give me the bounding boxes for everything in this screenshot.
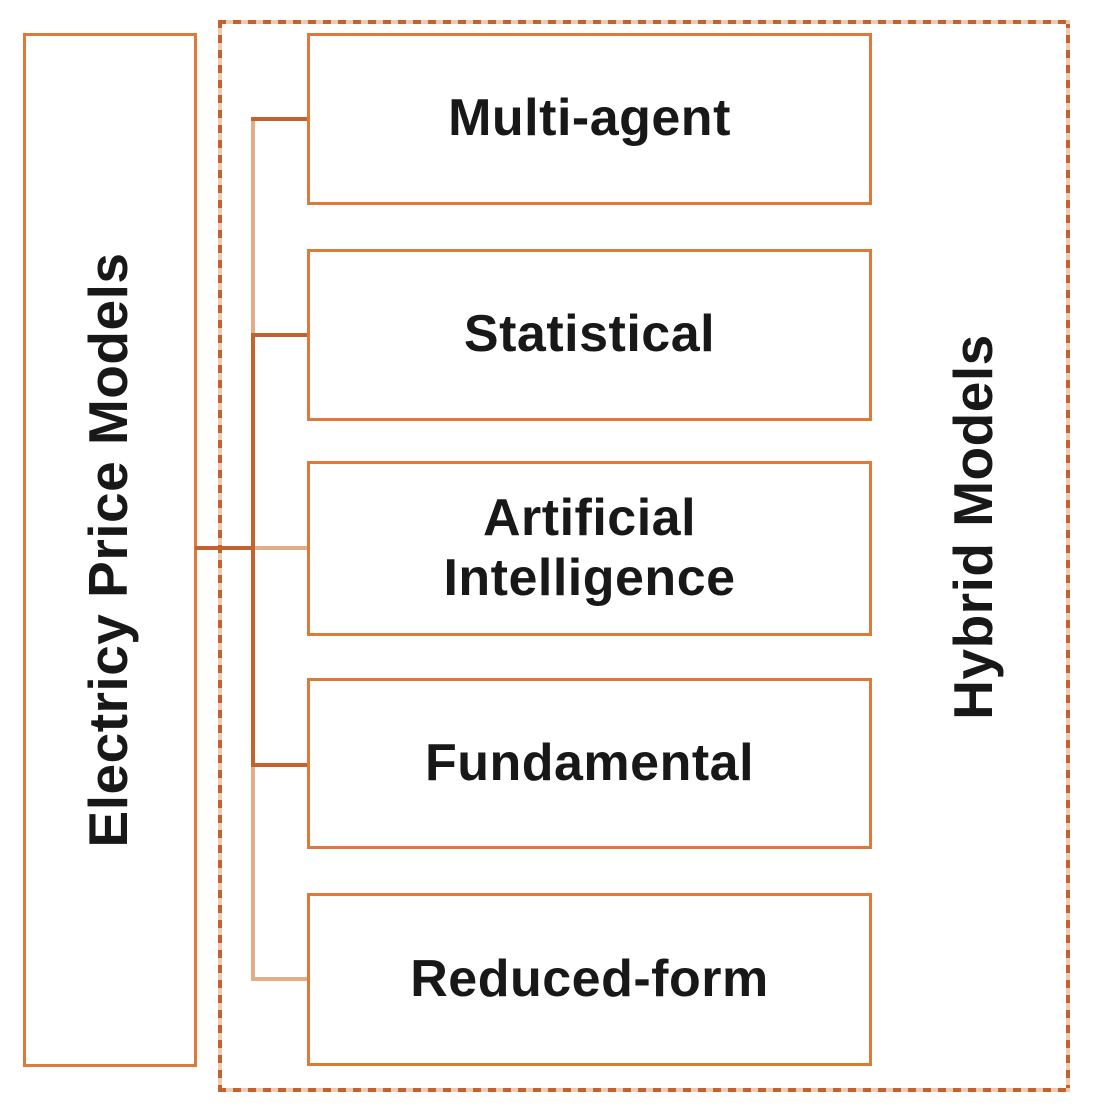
model-box-fundamental-label: Fundamental bbox=[424, 733, 755, 792]
connector-stub-fundamental bbox=[251, 763, 309, 767]
model-box-statistical: Statistical bbox=[307, 249, 872, 421]
hybrid-models-label: Hybrid Models bbox=[942, 334, 1004, 720]
model-box-reduced-form-label: Reduced-form bbox=[410, 949, 769, 1008]
model-box-statistical-label: Statistical bbox=[463, 305, 716, 364]
model-box-artificial-intelligence: Artificial Intelligence bbox=[307, 461, 872, 636]
model-box-multi-agent-label: Multi-agent bbox=[448, 89, 731, 148]
model-box-reduced-form: Reduced-form bbox=[307, 893, 872, 1066]
connector-feed-dark bbox=[195, 546, 255, 550]
root-box-electricity-price-models bbox=[23, 33, 197, 1067]
connector-trunk-middle bbox=[251, 335, 255, 765]
model-box-multi-agent: Multi-agent bbox=[307, 33, 872, 205]
model-box-artificial-intelligence-label: Artificial Intelligence bbox=[443, 488, 736, 607]
connector-stub-multi-agent bbox=[251, 117, 309, 121]
model-box-fundamental: Fundamental bbox=[307, 678, 872, 849]
connector-feed-light bbox=[255, 546, 309, 550]
connector-stub-statistical bbox=[251, 333, 309, 337]
connector-stub-reduced-form bbox=[251, 977, 309, 981]
connector-trunk-top bbox=[251, 119, 255, 335]
root-box-label: Electricy Price Models bbox=[77, 252, 139, 848]
connector-trunk-bottom bbox=[251, 765, 255, 981]
